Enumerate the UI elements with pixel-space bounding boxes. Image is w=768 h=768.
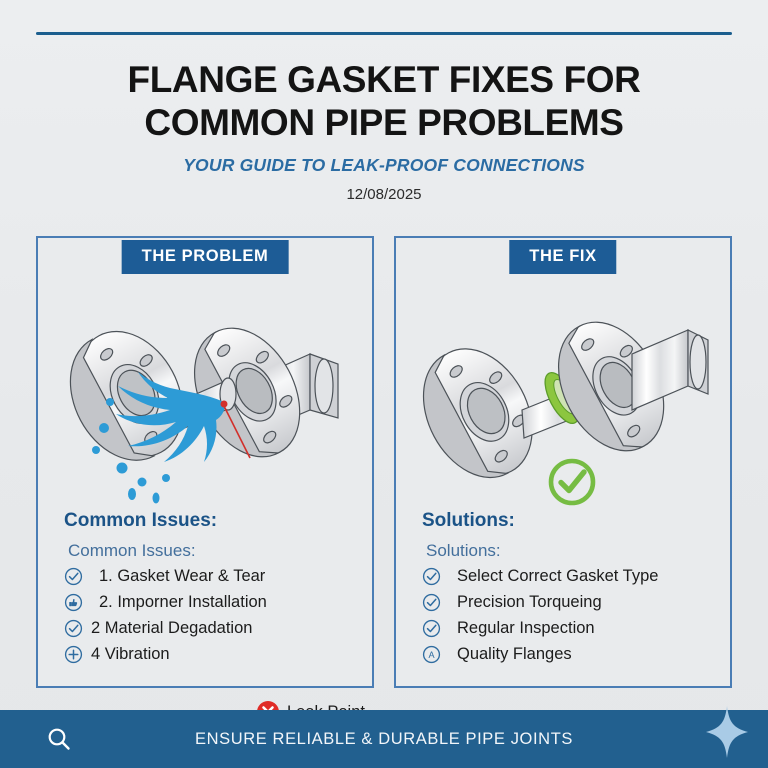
footer-bar: ENSURE RELIABLE & DURABLE PIPE JOINTS (0, 706, 768, 768)
problem-list-subheading: Common Issues: (68, 541, 196, 560)
list-item-label: 2. Imporner Installation (99, 593, 267, 611)
list-item-label: Precision Torqueing (457, 593, 602, 611)
list-item[interactable]: Regular Inspection (422, 617, 722, 639)
header: FLANGE GASKET FIXES FOR COMMON PIPE PROB… (0, 58, 768, 203)
list-item-label: Select Correct Gasket Type (457, 567, 659, 585)
water-spray (92, 372, 225, 504)
list-item-label: 1. Gasket Wear & Tear (99, 567, 266, 585)
list-item[interactable]: 1. Gasket Wear & Tear (64, 565, 364, 587)
list-item[interactable]: Select Correct Gasket Type (422, 565, 722, 587)
panel-fix: THE FIX (394, 236, 732, 688)
sealed-flange-joint-with-gasket-illustration (396, 282, 730, 522)
fix-list-subheading: Solutions: (426, 541, 501, 560)
list-item-label: Regular Inspection (457, 619, 595, 637)
check-circle-icon (548, 458, 596, 506)
check-circle-icon (422, 567, 441, 585)
check-circle-icon (64, 619, 83, 637)
footer-tagline: ENSURE RELIABLE & DURABLE PIPE JOINTS (195, 729, 573, 748)
fix-items-list: Select Correct Gasket Type Precision Tor… (422, 565, 722, 665)
problem-items-list: 1. Gasket Wear & Tear 2. Imporner Instal… (64, 565, 364, 665)
list-item[interactable]: 2. Imporner Installation (64, 591, 364, 613)
list-item[interactable]: 2 Material Degadation (64, 617, 364, 639)
leaking-flange-joint-illustration (38, 282, 372, 522)
fix-list-block: Solutions: Solutions: Select Correct Gas… (422, 510, 722, 669)
thumbs-up-circle-icon (64, 593, 83, 611)
list-item[interactable]: A Quality Flanges (422, 643, 722, 665)
list-item-label: Quality Flanges (457, 645, 572, 663)
list-item[interactable]: Precision Torqueing (422, 591, 722, 613)
list-item-label: 4 Vibration (91, 645, 170, 663)
problem-list-heading: Common Issues: (64, 510, 218, 531)
page-title: FLANGE GASKET FIXES FOR COMMON PIPE PROB… (127, 59, 641, 143)
check-circle-icon (64, 567, 83, 585)
panels-container: THE PROBLEM (36, 236, 732, 723)
top-accent-rule (36, 32, 732, 35)
search-icon[interactable] (46, 726, 72, 752)
page-subtitle: YOUR GUIDE TO LEAK-PROOF CONNECTIONS (183, 155, 585, 175)
letter-a-circle-icon: A (422, 645, 441, 663)
check-circle-icon (422, 619, 441, 637)
panel-problem-badge: THE PROBLEM (121, 240, 289, 274)
list-item-label: 2 Material Degadation (91, 619, 253, 637)
sparkle-icon (706, 706, 748, 758)
plus-circle-icon (64, 645, 83, 663)
check-circle-icon (422, 593, 441, 611)
list-item[interactable]: 4 Vibration (64, 643, 364, 665)
problem-list-block: Common Issues: Common Issues: 1. Gasket … (64, 510, 364, 669)
fix-list-heading: Solutions: (422, 510, 515, 531)
page-date: 12/08/2025 (346, 186, 422, 203)
svg-text:A: A (428, 650, 435, 660)
panel-fix-badge: THE FIX (509, 240, 617, 274)
panel-problem: THE PROBLEM (36, 236, 374, 723)
